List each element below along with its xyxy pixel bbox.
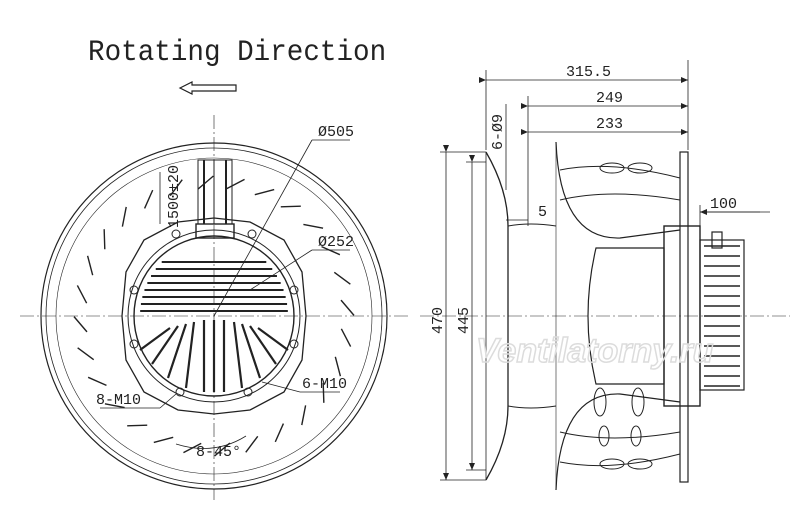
diameter-inner-label: Ø252 <box>318 234 354 251</box>
watermark: Ventilatorny.ru <box>476 332 714 370</box>
height-inner-label: 445 <box>456 307 473 334</box>
width-mid-label: 249 <box>596 90 623 107</box>
diameter-outer-label: Ø505 <box>318 124 354 141</box>
angle-label: 8-45° <box>196 444 241 461</box>
gap-label: 5 <box>538 204 547 221</box>
side-view <box>420 141 790 491</box>
cable-length-label: 1500±20 <box>166 165 183 228</box>
rotation-arrow-icon <box>178 81 237 95</box>
bolt-pattern-b-label: 6-M10 <box>302 376 347 393</box>
front-view <box>20 115 410 500</box>
height-outer-label: 470 <box>430 307 447 334</box>
flange-offset-label: 6-Ø9 <box>490 114 507 150</box>
width-total-label: 315.5 <box>566 64 611 81</box>
motor-offset-label: 100 <box>710 196 737 213</box>
rotating-direction-title: Rotating Direction <box>88 36 387 70</box>
bolt-pattern-a-label: 8-M10 <box>96 392 141 409</box>
width-inner-label: 233 <box>596 116 623 133</box>
